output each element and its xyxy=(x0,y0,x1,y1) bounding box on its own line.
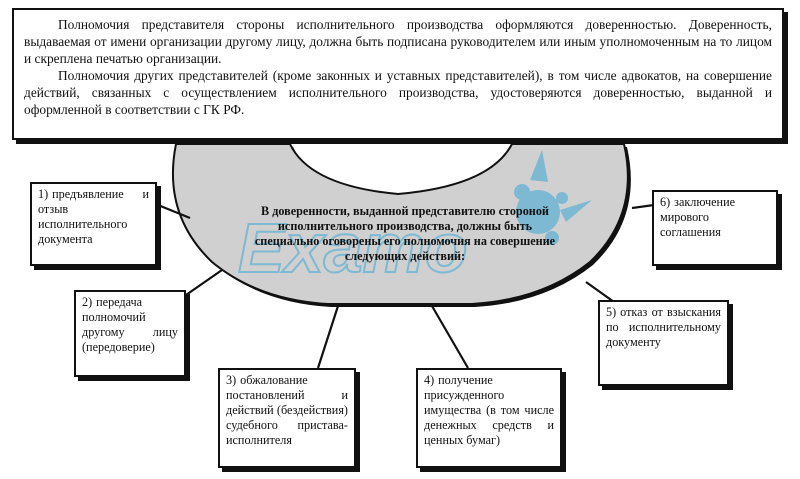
bowl-shape xyxy=(172,143,629,305)
item-2-text: передача полномочий другому лицу (передо… xyxy=(82,295,178,354)
item-3-number: 3) xyxy=(226,373,237,387)
item-6-box: 6)заключение мирового соглашения xyxy=(652,190,778,266)
connector-1 xyxy=(157,203,191,220)
item-1-text: предъявление и отзыв исполнительного док… xyxy=(38,187,149,246)
connectors xyxy=(157,203,655,369)
connector-2 xyxy=(185,269,223,296)
watermark-text: Examo xyxy=(238,209,468,287)
item-1-number: 1) xyxy=(38,187,49,201)
connector-5 xyxy=(585,281,615,303)
item-6-number: 6) xyxy=(660,195,671,209)
item-4-number: 4) xyxy=(424,373,435,387)
header-paragraph-1: Полномочия представителя стороны исполни… xyxy=(24,17,772,66)
center-text: В доверенности, выданной представителю с… xyxy=(254,204,556,263)
item-1-box: 1)предъявление и отзыв исполнительного д… xyxy=(30,182,157,266)
item-3-box: 3)обжалование постановлений и действий (… xyxy=(218,368,356,468)
item-5-text: отказ от взыскания по исполнительному до… xyxy=(606,305,721,349)
header-paragraph-2: Полномочия других представителей (кроме … xyxy=(24,68,772,117)
item-6-text: заключение мирового соглашения xyxy=(660,195,736,239)
item-4-text: получение присужденного имущества (в том… xyxy=(424,373,554,447)
watermark-logo: Examo xyxy=(237,150,592,288)
item-5-box: 5)отказ от взыскания по исполнительному … xyxy=(598,300,729,386)
connector-4 xyxy=(431,305,469,369)
item-2-box: 2)передача полномочий другому лицу (пере… xyxy=(74,290,186,377)
header-box: Полномочия представителя стороны исполни… xyxy=(12,8,784,140)
connector-3 xyxy=(316,305,340,369)
item-3-text: обжалование постановлений и действий (бе… xyxy=(226,373,348,447)
item-4-box: 4)получение присужденного имущества (в т… xyxy=(416,368,562,468)
item-5-number: 5) xyxy=(606,305,617,319)
connector-6 xyxy=(631,203,655,210)
item-2-number: 2) xyxy=(82,295,93,309)
